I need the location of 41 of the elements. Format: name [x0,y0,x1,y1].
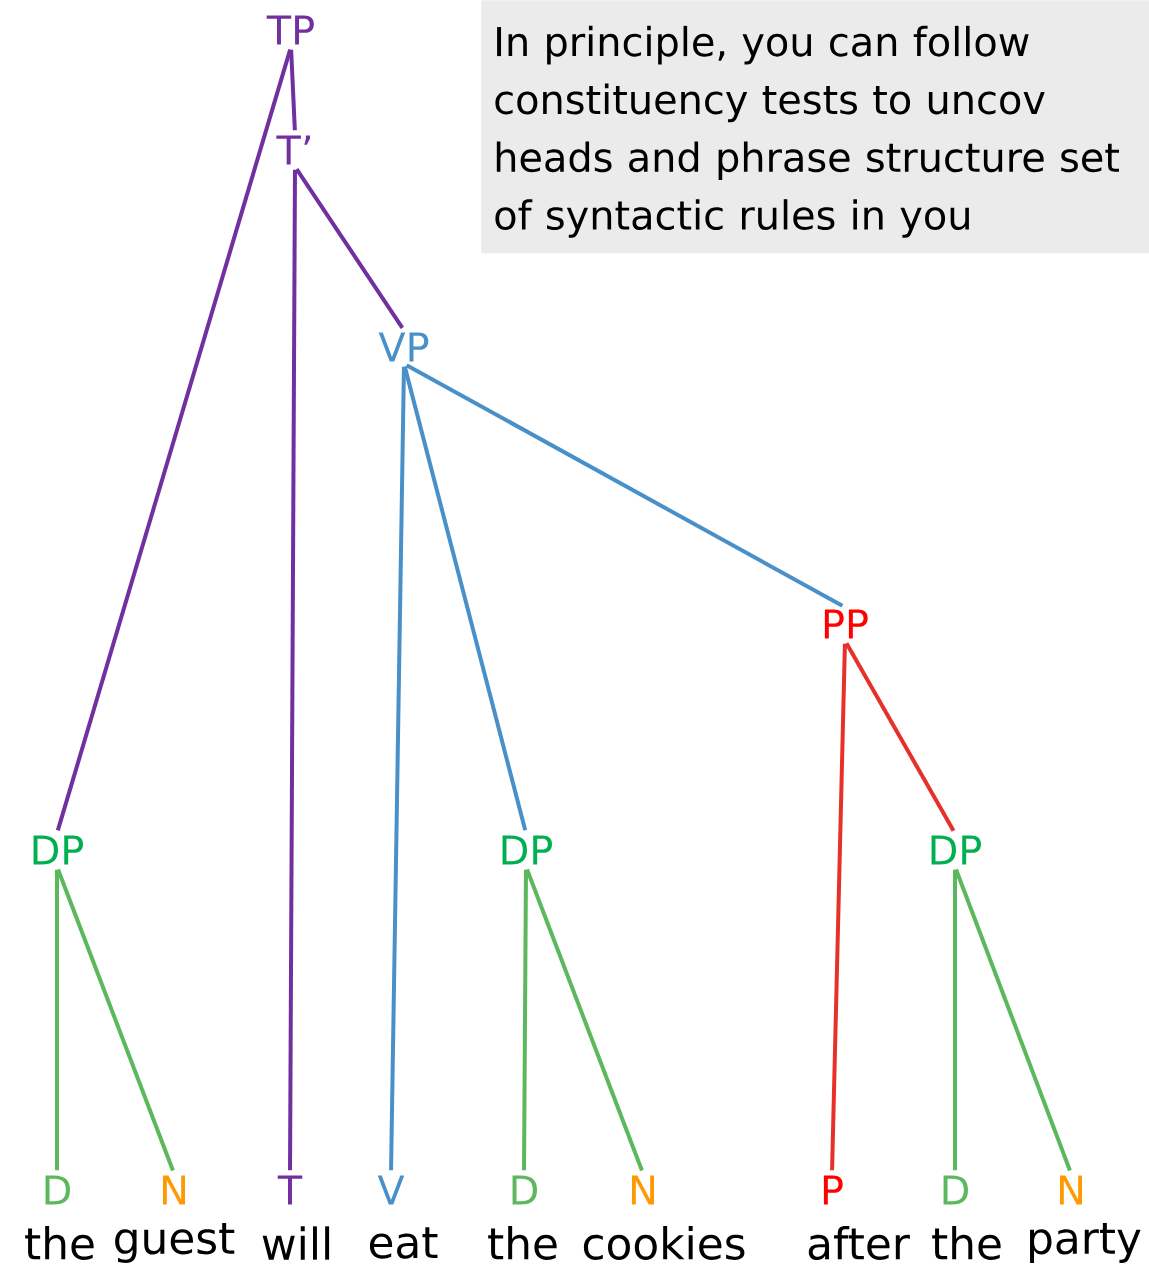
category-label: D [45,1175,70,1205]
category-label: T [277,1175,303,1205]
word-label: the [932,1226,1001,1260]
word-label: the [488,1226,557,1260]
note-panel: In principle, you can follow constituency tests to uncov heads and phrase structure set of syntactic rules in you [481,0,1149,254]
category-label: DP [502,835,552,865]
word-label: guest [115,1223,235,1263]
word-label: the [25,1226,94,1260]
category-label: D [943,1175,968,1205]
tree-branch [525,868,644,1172]
word-label: eat [369,1227,438,1259]
tree-branch [389,366,406,1171]
category-label: V [377,1175,405,1205]
word-label: cookies [583,1226,745,1260]
tree-branch [56,868,175,1172]
category-label: D [512,1175,537,1205]
tree-branch [830,643,847,1171]
word-label: party [1030,1223,1141,1263]
category-label: DP [931,835,981,865]
tree-branch [844,642,956,832]
category-label: P [823,1175,843,1205]
tree-branch [522,869,528,1171]
category-label: N [632,1175,654,1205]
tree-branch [55,49,293,831]
category-label: PP [824,609,868,639]
word-label: will [262,1226,330,1260]
word-label: after [808,1226,910,1260]
tree-branch [954,868,1072,1172]
tree-branch [55,869,59,1171]
tree-branch [953,869,957,1171]
tree-branch [402,366,528,831]
tree-branch [405,363,844,608]
tree-branch [289,49,297,131]
tree-branch [288,169,297,1171]
category-label: TP [266,15,314,45]
category-label: VP [378,332,429,362]
category-label: T’ [276,135,310,165]
category-label: N [1060,1175,1082,1205]
category-label: DP [33,835,83,865]
tree-branch [295,168,404,329]
category-label: N [163,1175,185,1205]
